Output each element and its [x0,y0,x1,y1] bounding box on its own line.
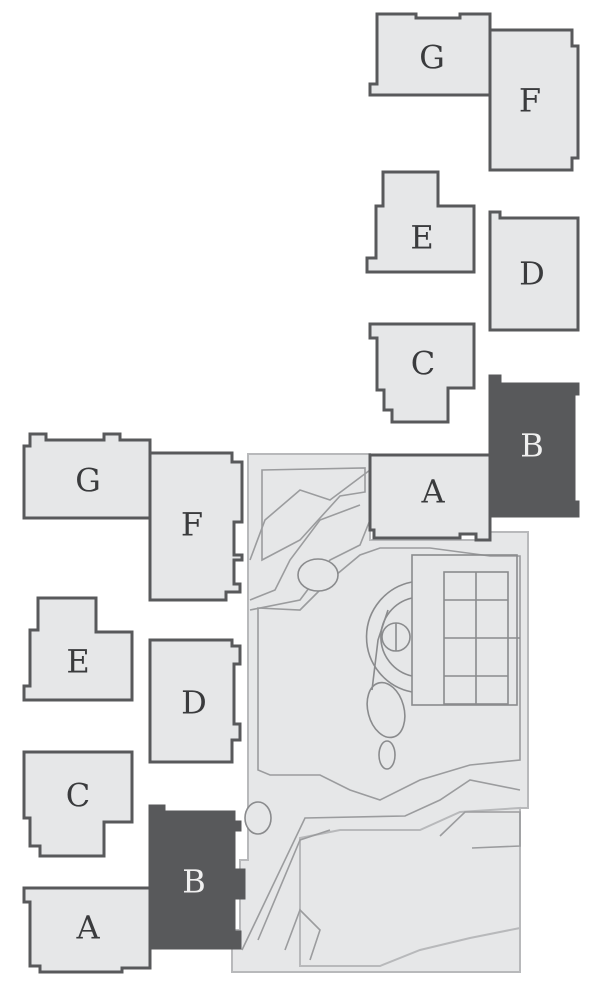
winding-path [249,469,371,561]
lower-path [257,829,331,941]
lower-path [439,811,521,849]
unit-g-right-label: G [419,39,445,77]
unit-b-left-label: B [182,863,206,901]
right-building-column: G F E D C B A [365,12,580,542]
unit-f-left-label: F [181,506,203,544]
unit-a-right-label: A [420,473,445,511]
unit-f-left[interactable]: F [148,451,244,602]
unit-c-left-footprint[interactable] [22,750,134,858]
court-arc [380,597,413,677]
unit-c-right-label: C [411,345,435,383]
lower-lawn [299,806,521,967]
unit-b-right-label: B [520,427,544,465]
winding-path [249,504,361,601]
unit-f-right-label: F [519,82,541,120]
pond [297,558,339,592]
courtyard-grounds [231,453,529,973]
unit-b-right[interactable]: B [488,374,580,518]
unit-c-left[interactable]: C [22,750,134,858]
planter [378,740,396,770]
unit-g-left-footprint[interactable] [22,432,152,520]
unit-c-right-footprint[interactable] [368,322,476,424]
unit-e-left-label: E [66,643,89,681]
unit-e-left[interactable]: E [22,596,134,702]
unit-d-right[interactable]: D [488,210,580,332]
unit-c-left-label: C [66,777,90,815]
unit-e-left-footprint[interactable] [22,596,134,702]
sport-court [411,554,518,706]
unit-e-right[interactable]: E [365,170,476,274]
unit-d-right-label: D [519,255,545,293]
unit-c-right[interactable]: C [368,322,476,424]
unit-e-right-footprint[interactable] [365,170,476,274]
unit-d-left-footprint[interactable] [148,638,242,764]
unit-g-left-label: G [75,462,101,500]
unit-f-right-footprint[interactable] [488,28,580,172]
unit-d-right-footprint[interactable] [488,210,580,332]
unit-d-left-label: D [181,684,207,722]
lawn-boundary [257,547,521,801]
unit-b-left[interactable]: B [148,804,246,950]
lower-courtyard-edge [241,779,521,951]
unit-a-right-footprint[interactable] [368,453,492,542]
unit-b-left-footprint[interactable] [148,804,246,950]
unit-a-left[interactable]: A [22,886,152,974]
unit-g-right-footprint[interactable] [368,12,492,97]
court-arc [365,581,413,693]
unit-d-left[interactable]: D [148,638,242,764]
planter [366,681,406,739]
left-building-column: G F E D C B A [22,432,246,974]
lower-path [284,908,321,961]
unit-a-left-footprint[interactable] [22,886,152,974]
unit-e-right-label: E [410,219,433,257]
unit-a-right[interactable]: A [368,453,492,542]
winding-path [249,519,371,611]
unit-b-right-footprint[interactable] [488,374,580,518]
unit-g-right[interactable]: G [368,12,492,97]
inner-lawn-edge [261,467,366,562]
round-planter [244,801,272,835]
unit-a-left-label: A [75,909,100,947]
unit-g-left[interactable]: G [22,432,152,520]
unit-f-right[interactable]: F [488,28,580,172]
unit-f-left-footprint[interactable] [148,451,244,602]
walkway [371,609,389,691]
